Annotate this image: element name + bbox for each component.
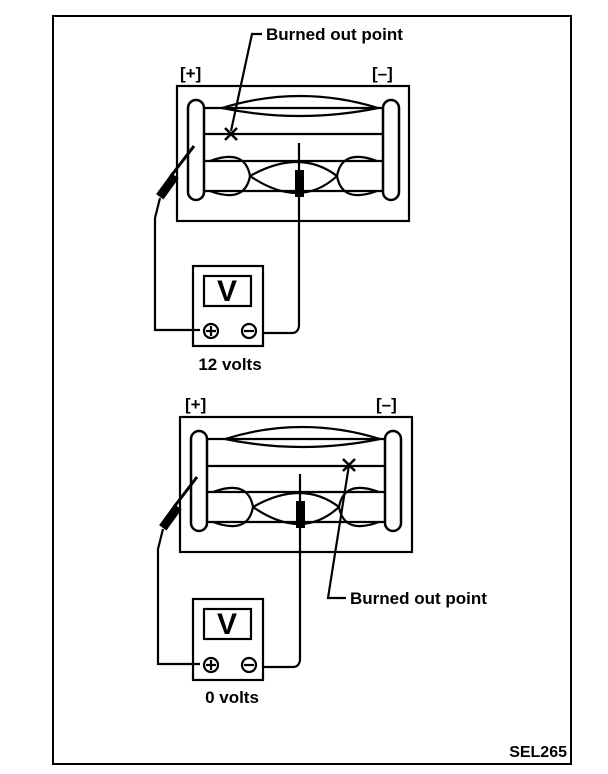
top-positive-terminal bbox=[202, 322, 220, 340]
bottom-negative-probe-grip bbox=[296, 501, 305, 528]
bottom-glass-panel bbox=[178, 415, 414, 554]
top-burned-label: Burned out point bbox=[266, 25, 403, 44]
top-glass-panel bbox=[175, 84, 411, 223]
top-positive-probe bbox=[169, 145, 196, 177]
top-burned-leader-line bbox=[229, 32, 262, 132]
top-voltmeter-symbol: V bbox=[217, 275, 237, 308]
bottom-positive-lead bbox=[156, 528, 200, 666]
top-negative-terminal bbox=[240, 322, 258, 340]
bottom-positive-terminal bbox=[202, 656, 220, 674]
top-positive-bus-bar bbox=[186, 98, 206, 202]
figure-code: SEL265 bbox=[509, 744, 567, 761]
top-positive-label: [+] bbox=[180, 64, 201, 83]
top-negative-bus-bar bbox=[381, 98, 401, 202]
bottom-burned-leader-line bbox=[326, 464, 351, 600]
bottom-voltage-reading: 0 volts bbox=[205, 688, 259, 707]
top-negative-label: [–] bbox=[372, 64, 393, 83]
bottom-voltmeter-display bbox=[202, 607, 253, 641]
top-voltmeter bbox=[191, 264, 265, 348]
top-burned-point-marker bbox=[224, 127, 238, 141]
figure-frame bbox=[52, 15, 572, 765]
bottom-negative-terminal bbox=[240, 656, 258, 674]
bottom-negative-label: [–] bbox=[376, 395, 397, 414]
bottom-diagram: Burned out point [+] [–] V 0 volts bbox=[156, 395, 487, 707]
bottom-burned-label: Burned out point bbox=[350, 589, 487, 608]
bottom-voltmeter-symbol: V bbox=[217, 608, 237, 641]
top-negative-probe-grip bbox=[295, 170, 304, 197]
top-positive-lead bbox=[153, 197, 200, 332]
top-voltage-reading: 12 volts bbox=[198, 355, 261, 374]
bottom-positive-bus-bar bbox=[189, 429, 209, 533]
bottom-positive-probe bbox=[172, 476, 199, 508]
bottom-voltmeter bbox=[191, 597, 265, 682]
bottom-negative-lead bbox=[262, 528, 302, 669]
top-grid-lines bbox=[204, 94, 383, 197]
bottom-positive-probe-grip bbox=[159, 504, 182, 531]
top-negative-lead bbox=[262, 197, 301, 335]
top-voltmeter-display bbox=[202, 274, 253, 308]
bottom-negative-bus-bar bbox=[383, 429, 403, 533]
top-diagram: Burned out point [+] [–] V 12 volts bbox=[153, 25, 411, 374]
top-positive-probe-grip bbox=[156, 173, 179, 200]
bottom-positive-label: [+] bbox=[185, 395, 206, 414]
